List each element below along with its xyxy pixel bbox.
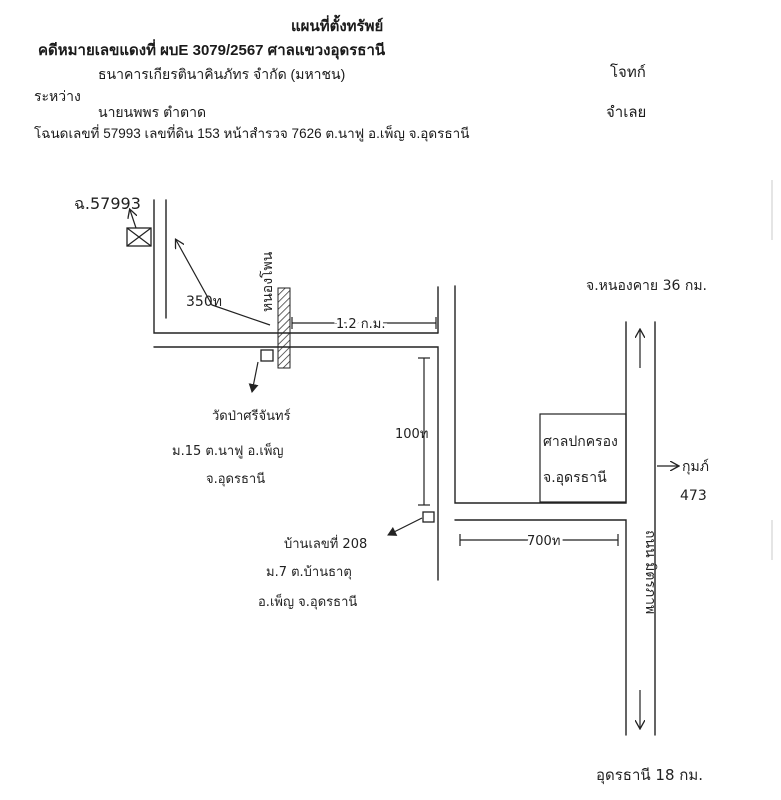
highway-name: ถนน มิตรภาพ [642,530,658,614]
scan-edge-mark [771,520,773,560]
house-arrow [387,517,423,536]
plaintiff-role: โจทก์ [610,64,646,81]
deed-plot-marker [126,210,152,247]
house-address-1: ม.7 ต.บ้านธาตุ [266,565,352,580]
deed-label: ฉ.57993 [74,194,141,213]
defendant-role: จำเลย [606,104,647,121]
south-destination: อุดรธานี 18 กม. [596,766,703,785]
scan-edge-mark [771,180,773,240]
dimension-1-2km [291,317,437,329]
power-line-label: หนองโพน [259,251,276,312]
page-title: แผนที่ตั้งทรัพย์ [291,18,384,35]
east-number: 473 [680,488,707,504]
office-label-1: ศาลปกครอง [543,434,618,450]
temple-name: วัดป่าศรีจันทร์ [212,408,291,424]
house-label: บ้านเลขที่ 208 [284,535,367,552]
distance-100-label: 100ท [395,427,428,442]
defendant-name: นายนพพร ตำตาด [98,104,207,120]
dimension-100m [418,357,430,506]
temple-marker [260,349,274,362]
north-destination: จ.หนองคาย 36 กม. [586,278,707,294]
distance-arrow-350 [176,240,271,326]
temple-address-2: จ.อุดรธานี [206,471,265,487]
distance-1-2km-label: 1.2 ก.ม. [336,317,386,332]
distance-350-label: 350ท [186,294,222,310]
office-building [539,413,627,503]
road-lower-edge [454,519,627,736]
lane-left [153,199,439,334]
case-number: คดีหมายเลขแดงที่ ผบE 3079/2567 ศาลแขวงอุ… [38,42,386,59]
power-line-strip [277,287,291,369]
house-address-2: อ.เพ็ญ จ.อุดรธานี [258,592,357,610]
temple-arrow [248,361,259,393]
distance-700-label: 700ท [527,534,560,549]
between-label: ระหว่าง [34,88,81,104]
dimension-700m [459,534,619,546]
plaintiff-name: ธนาคารเกียรตินาคินภัทร จำกัด (มหาชน) [98,66,346,82]
deed-info: โฉนดเลขที่ 57993 เลขที่ดิน 153 หน้าสำรวจ… [34,126,470,141]
house-marker [422,511,435,523]
temple-address-1: ม.15 ต.นาฟู อ.เพ็ญ [172,441,284,459]
road-top-edge [153,346,439,581]
office-label-2: จ.อุดรธานี [543,470,607,486]
east-label: กุมภ์ [682,458,709,475]
road-right-edge [454,285,627,504]
